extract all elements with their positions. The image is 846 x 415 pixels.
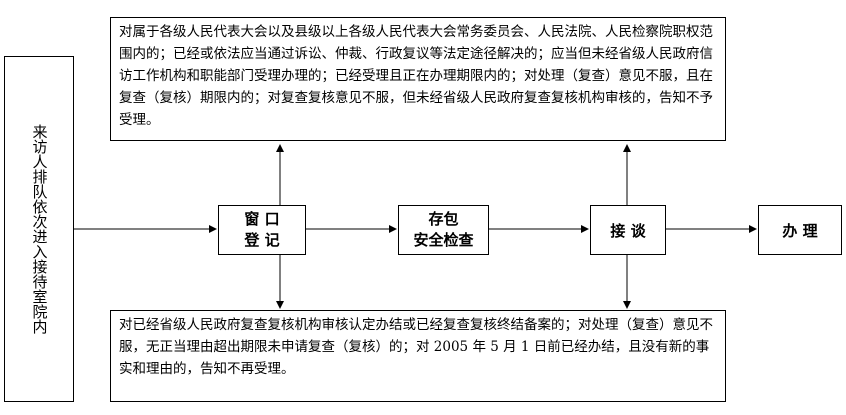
bottom-note-text: 对已经省级人民政府复查复核机构审核认定办结或已经复查复核终结备案的；对处理（复查… [119, 317, 713, 377]
window-registration-line1: 窗 口 [244, 210, 280, 228]
top-note-box: 对属于各级人民代表大会以及县级以上各级人民代表大会常务委员会、人民法院、人民检察… [110, 17, 726, 141]
handle-label: 办 理 [782, 221, 818, 240]
interview-box: 接 谈 [590, 205, 666, 255]
deposit-line2: 安全检查 [413, 231, 474, 249]
visitor-text: 来访人排队依次进入接待室院内 [30, 124, 49, 334]
deposit-line1: 存包 [428, 210, 459, 228]
interview-label: 接 谈 [610, 221, 646, 240]
deposit-security-box: 存包 安全检查 [398, 205, 489, 255]
handle-box: 办 理 [758, 205, 842, 255]
bottom-note-box: 对已经省级人民政府复查复核机构审核认定办结或已经复查复核终结备案的；对处理（复查… [110, 310, 726, 402]
visitor-box: 来访人排队依次进入接待室院内 [4, 56, 74, 402]
window-registration-line2: 登 记 [244, 231, 280, 249]
top-note-text: 对属于各级人民代表大会以及县级以上各级人民代表大会常务委员会、人民法院、人民检察… [119, 24, 713, 128]
window-registration-box: 窗 口 登 记 [218, 205, 306, 255]
